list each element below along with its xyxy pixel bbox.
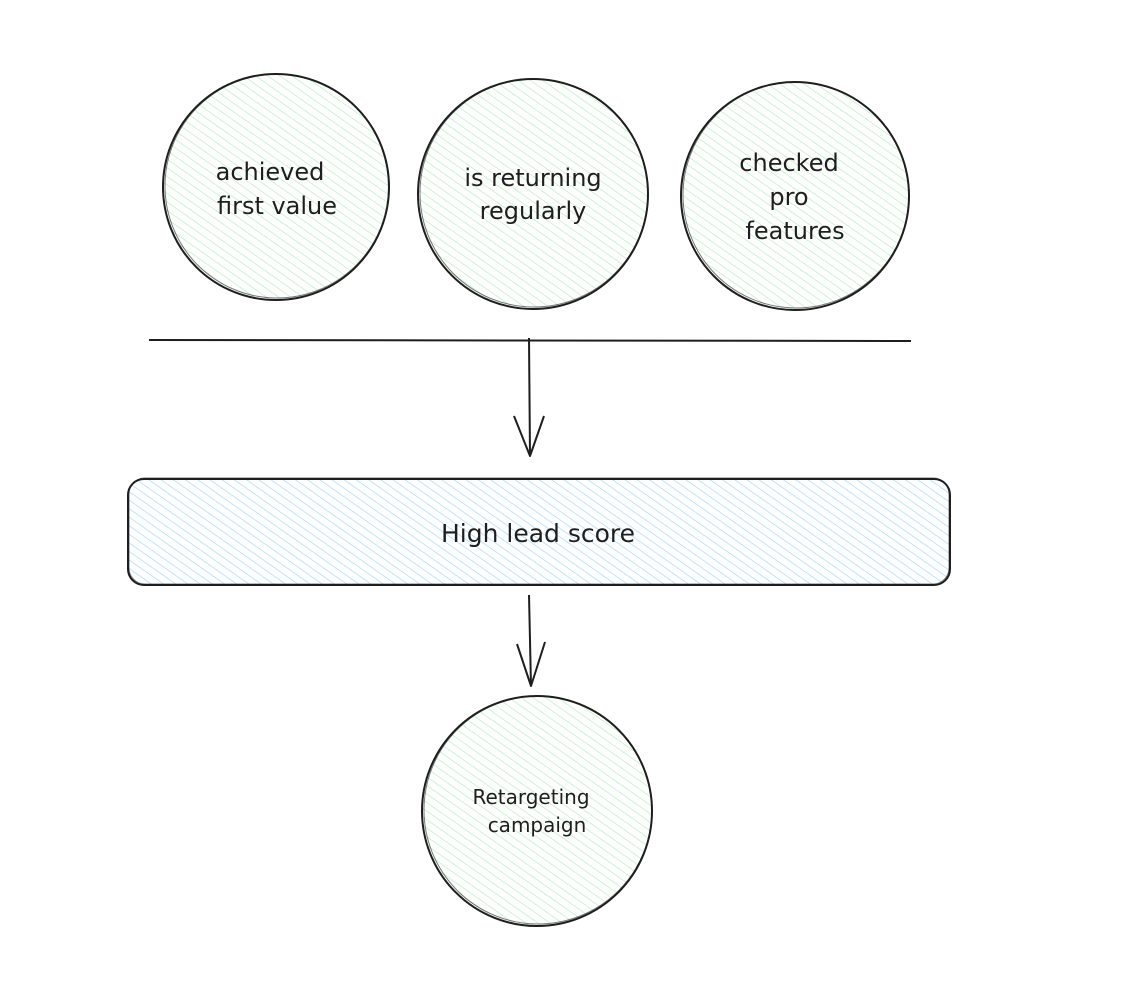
signal-label-line: achieved bbox=[216, 158, 325, 186]
arrow-shaft bbox=[528, 594, 532, 687]
arrow-to-outcome bbox=[516, 594, 546, 687]
signal-label-line: is returning bbox=[464, 164, 601, 192]
score-label: High lead score bbox=[441, 519, 635, 548]
signal-label-line: first value bbox=[217, 192, 337, 220]
signal-circle-outline bbox=[164, 73, 390, 299]
signal-label-line: checked bbox=[739, 149, 838, 177]
arrow-to-score bbox=[513, 337, 545, 457]
signal-node-returning: is returning regularly bbox=[417, 78, 649, 310]
score-rect-outline bbox=[128, 477, 950, 585]
arrow-shaft bbox=[528, 337, 531, 457]
score-rect bbox=[127, 478, 951, 586]
signal-circle-outline bbox=[682, 81, 910, 309]
outcome-node: Retargeting campaign bbox=[421, 695, 653, 927]
signal-circle-outline bbox=[419, 78, 649, 308]
outcome-label-line: Retargeting bbox=[472, 785, 589, 809]
signal-node-pro-features: checked pro features bbox=[680, 81, 910, 311]
signal-label-line: regularly bbox=[480, 197, 587, 225]
signal-node-first-value: achieved first value bbox=[162, 73, 390, 301]
outcome-circle-outline bbox=[423, 695, 653, 925]
outcome-label-line: campaign bbox=[488, 813, 587, 837]
signal-label-line: features bbox=[745, 217, 844, 245]
signal-label-line: pro bbox=[769, 183, 808, 211]
arrowhead-icon bbox=[513, 415, 545, 457]
arrowhead-icon bbox=[516, 641, 546, 687]
score-box: High lead score bbox=[127, 477, 951, 586]
